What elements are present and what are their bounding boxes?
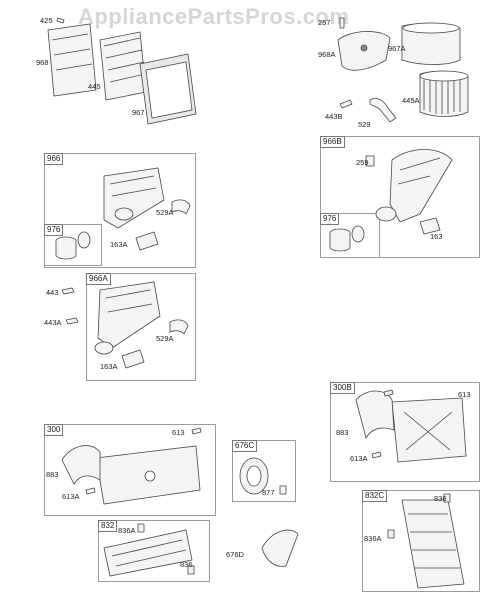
elbow-529a-2 xyxy=(169,319,189,335)
part-529a-2: 529A xyxy=(156,334,174,343)
screw-443a xyxy=(65,317,79,325)
screw-836-c xyxy=(443,493,451,503)
part-259: 259 xyxy=(356,158,369,167)
box-label: 966 xyxy=(44,153,64,165)
part-445a: 445A xyxy=(402,96,420,105)
box-label: 676C xyxy=(232,440,258,452)
gasket-163 xyxy=(419,217,441,235)
part-529a: 529A xyxy=(156,208,174,217)
screw-836a xyxy=(137,523,145,533)
part-836a: 836A xyxy=(118,526,136,535)
box-976-left: 976 xyxy=(44,224,102,266)
box-label: 832 xyxy=(98,520,118,532)
air-cleaner-966b xyxy=(389,149,453,223)
part-613-b: 613 xyxy=(458,390,471,399)
box-label: 300 xyxy=(44,424,64,436)
part-425: 425 xyxy=(40,16,53,25)
screw-836a-c xyxy=(387,529,395,539)
box-676c: 676C xyxy=(232,440,296,502)
box-label: 966A xyxy=(86,273,111,285)
part-613a-b: 613A xyxy=(350,454,368,463)
hose-529 xyxy=(369,98,397,123)
watermark: AppliancePartsPros.com xyxy=(78,4,350,29)
part-443a: 443A xyxy=(44,318,62,327)
part-967a: 967A xyxy=(388,44,406,53)
box-966: 966 xyxy=(44,153,196,268)
part-877: 877 xyxy=(262,488,275,497)
part-163a: 163A xyxy=(110,240,128,249)
part-257: 257 xyxy=(318,18,331,27)
part-163a-2: 163A xyxy=(100,362,118,371)
filter-976 xyxy=(55,236,77,260)
exhaust-pipe-883 xyxy=(61,445,101,485)
part-836: 836 xyxy=(180,560,193,569)
box-300b: 300B xyxy=(330,382,480,482)
part-163: 163 xyxy=(430,232,443,241)
box-300: 300 xyxy=(44,424,216,516)
screw-836 xyxy=(187,565,195,575)
box-832: 832 xyxy=(98,520,210,582)
screw-425 xyxy=(56,17,65,24)
part-443b: 443B xyxy=(325,112,343,121)
gasket-163a-2 xyxy=(121,349,145,369)
box-label: 976 xyxy=(320,213,340,225)
box-976-right: 976 xyxy=(320,213,380,258)
air-cleaner-base-968 xyxy=(47,23,97,97)
box-966a: 966A xyxy=(86,273,196,381)
part-443: 443 xyxy=(46,288,59,297)
screw-257 xyxy=(339,17,345,29)
part-883-b: 883 xyxy=(336,428,349,437)
muffler-300b xyxy=(391,397,467,463)
part-836-c: 836 xyxy=(434,494,447,503)
box-label: 300B xyxy=(330,382,355,394)
screw-443 xyxy=(61,287,75,295)
filter-976-right xyxy=(329,228,351,252)
deflector-676d xyxy=(261,529,299,567)
box-label: 832C xyxy=(362,490,388,502)
part-676d: 676D xyxy=(226,550,244,559)
exhaust-pipe-883-b xyxy=(355,390,395,440)
screw-613 xyxy=(191,427,202,435)
part-529: 529 xyxy=(358,120,371,129)
part-883: 883 xyxy=(46,470,59,479)
part-968: 968 xyxy=(36,58,49,67)
part-445: 445 xyxy=(88,82,101,91)
box-label: 976 xyxy=(44,224,64,236)
part-968a: 968A xyxy=(318,50,336,59)
box-label: 966B xyxy=(320,136,345,148)
gasket-163a xyxy=(135,231,159,251)
box-966b: 966B xyxy=(320,136,480,258)
air-cleaner-966a xyxy=(97,281,161,349)
part-613: 613 xyxy=(172,428,185,437)
screw-613a-b xyxy=(371,451,382,459)
part-836a-c: 836A xyxy=(364,534,382,543)
box-832c: 832C xyxy=(362,490,480,592)
filter-445 xyxy=(99,31,147,101)
guard-832c xyxy=(401,499,465,589)
clip-259 xyxy=(365,155,375,167)
screw-443b xyxy=(339,99,353,109)
part-967: 967 xyxy=(132,108,145,117)
screw-613a xyxy=(85,487,96,495)
guard-832 xyxy=(103,529,193,577)
air-cleaner-966 xyxy=(103,167,165,229)
screw-877 xyxy=(279,485,287,495)
elbow-529a xyxy=(171,199,191,215)
part-613a: 613A xyxy=(62,492,80,501)
screw-613-b xyxy=(383,389,394,397)
